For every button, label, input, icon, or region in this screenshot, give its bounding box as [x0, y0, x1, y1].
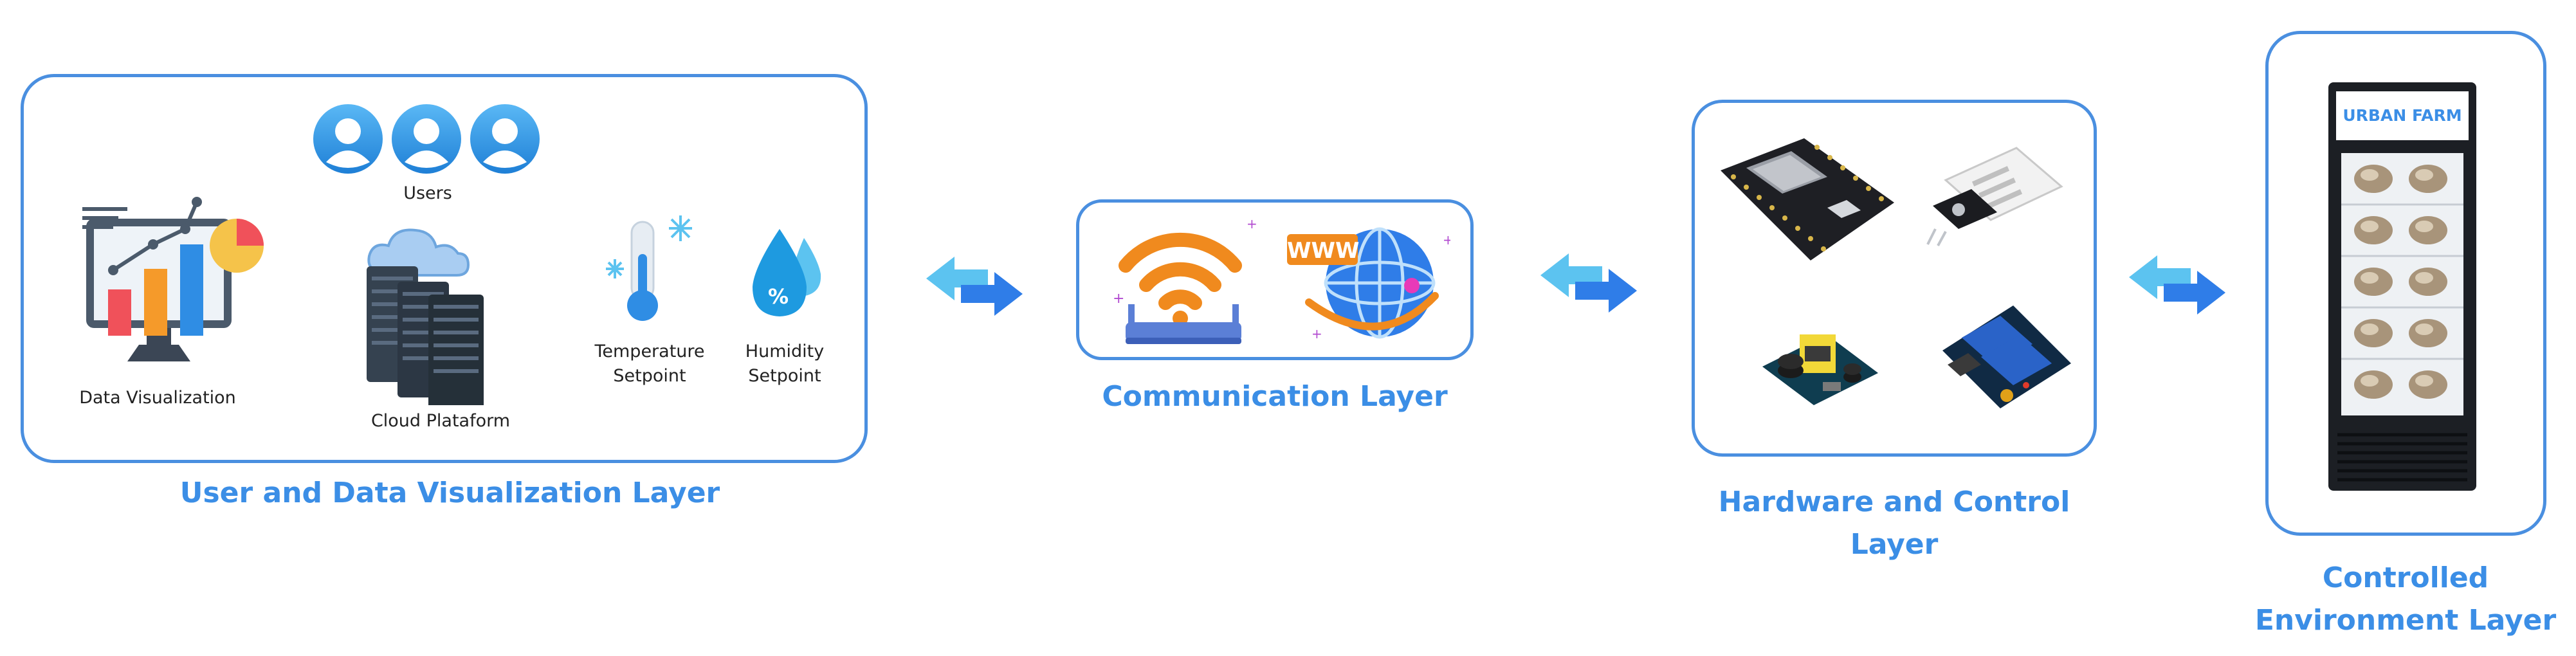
urban-farm-sign: URBAN FARM: [2336, 91, 2469, 140]
svg-text:+: +: [1311, 326, 1322, 342]
relay-module-icon: [1936, 293, 2078, 421]
hardware-layer-title-line2: Layer: [1692, 524, 2097, 566]
communication-layer-title: Communication Layer: [1076, 376, 1474, 418]
temperature-label-line1: Temperature: [579, 340, 720, 364]
www-text: WWW: [1287, 235, 1358, 266]
user-layer-title: User and Data Visualization Layer: [21, 472, 879, 515]
humidity-label-line1: Humidity: [727, 340, 843, 364]
data-visualization-icon: [82, 193, 269, 373]
bidirectional-arrow-icon: [926, 254, 1023, 318]
dht-sensor-icon: [1926, 135, 2074, 248]
bidirectional-arrow-icon: [2129, 253, 2225, 317]
data-visualization-label: Data Visualization: [58, 386, 257, 410]
environment-layer-title-line1: Controlled: [2251, 557, 2560, 599]
humidity-label-line2: Setpoint: [727, 364, 843, 388]
wifi-router-icon: + +: [1113, 209, 1261, 354]
thermometer-icon: [598, 209, 701, 325]
svg-text:+: +: [1113, 291, 1124, 307]
bidirectional-arrow-icon: [1540, 251, 1637, 315]
humidity-drop-icon: [746, 225, 830, 328]
hardware-layer-title-line1: Hardware and Control: [1692, 481, 2097, 524]
humidity-symbol: %: [754, 284, 803, 309]
svg-text:+: +: [1443, 232, 1450, 248]
cloud-platform-label: Cloud Plataform: [347, 409, 534, 433]
temperature-label-line2: Setpoint: [579, 364, 720, 388]
users-icon: [312, 103, 544, 177]
power-module-icon: [1756, 315, 1885, 418]
svg-text:+: +: [1247, 216, 1257, 232]
esp32-board-icon: [1708, 132, 1901, 267]
environment-layer-title-line2: Environment Layer: [2251, 599, 2560, 642]
cloud-server-icon: [360, 225, 508, 405]
refrigerator-farm-icon: [2328, 82, 2476, 491]
users-label: Users: [360, 181, 495, 206]
